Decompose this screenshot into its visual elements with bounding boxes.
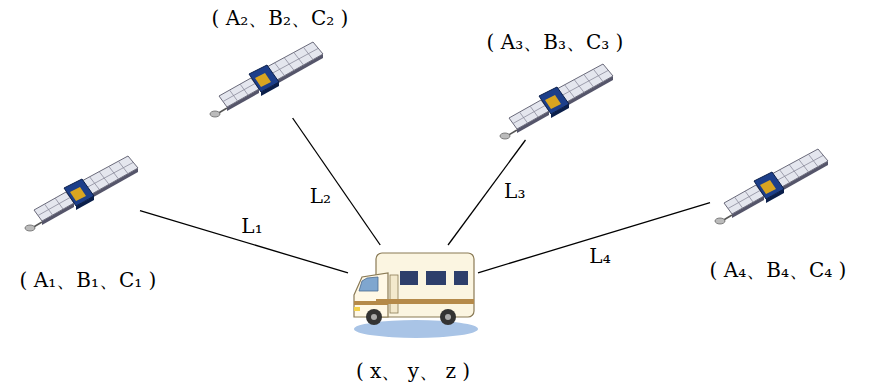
satellite-icon	[25, 156, 138, 231]
distance-line	[478, 203, 710, 273]
satellite-node: ( A₃、B₃、C₃ )	[495, 60, 615, 140]
satellite-node: ( A₄、B₄、C₄ )	[710, 142, 830, 227]
coordinate-label: ( x、 y、 z )	[356, 359, 470, 383]
distance-line	[140, 211, 348, 273]
satellite-node: ( A₁、B₁、C₁ )	[20, 150, 140, 235]
satellite-icon	[210, 42, 323, 117]
vehicle-icon	[354, 253, 478, 338]
coordinate-label: ( A₁、B₁、C₁ )	[20, 268, 157, 292]
coordinate-label: ( A₂、B₂、C₂ )	[212, 6, 349, 30]
vehicle-node: ( x、 y、 z )	[348, 245, 478, 340]
coordinate-label: ( A₃、B₃、C₃ )	[487, 30, 624, 54]
coordinate-label: ( A₄、B₄、C₄ )	[710, 258, 847, 282]
distance-label: L₃	[502, 180, 527, 202]
distance-label: L₂	[308, 185, 333, 207]
distance-label: L₁	[239, 215, 264, 237]
distance-label: L₄	[587, 245, 612, 267]
satellite-icon	[500, 64, 613, 139]
distance-line	[293, 118, 381, 245]
satellite-node: ( A₂、B₂、C₂ )	[205, 38, 325, 118]
satellite-icon	[715, 149, 828, 224]
